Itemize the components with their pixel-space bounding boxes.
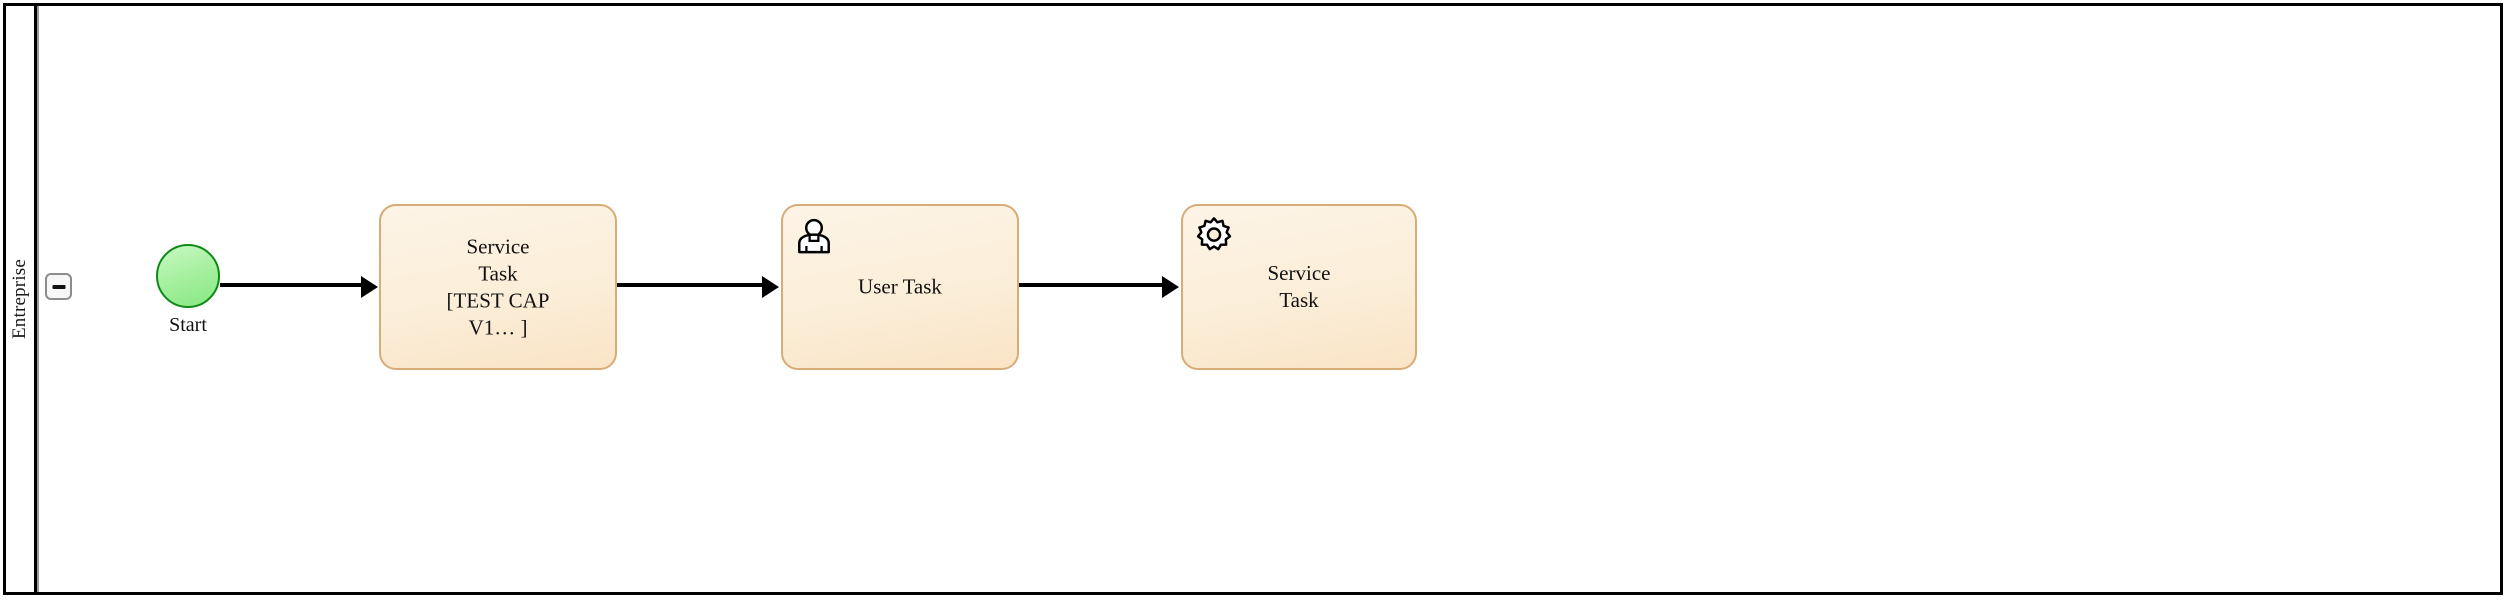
lane-collapse-button[interactable] bbox=[45, 273, 72, 300]
lane-header: Entreprise bbox=[6, 6, 37, 592]
sequence-flow-1[interactable] bbox=[220, 283, 363, 287]
start-event[interactable]: Start bbox=[156, 244, 220, 336]
task-service-task-2[interactable]: Service Task bbox=[1181, 204, 1417, 370]
task-service-task-1-label: Service Task [TEST CAP V1… ] bbox=[446, 234, 550, 339]
lane-title: Entreprise bbox=[9, 258, 30, 340]
minus-icon bbox=[52, 284, 65, 289]
task-user-task[interactable]: User Task bbox=[781, 204, 1019, 370]
arrowhead-icon bbox=[1162, 276, 1179, 298]
task-service-task-2-label: Service Task bbox=[1267, 261, 1331, 312]
bpmn-pool: Entreprise Start Service Task [TEST CAP … bbox=[3, 3, 2503, 595]
arrowhead-icon bbox=[361, 276, 378, 298]
gear-icon bbox=[1195, 216, 1233, 254]
sequence-flow-2[interactable] bbox=[617, 283, 763, 287]
arrowhead-icon bbox=[762, 276, 779, 298]
start-event-label: Start bbox=[169, 314, 207, 336]
sequence-flow-3[interactable] bbox=[1019, 283, 1163, 287]
task-service-task-1[interactable]: Service Task [TEST CAP V1… ] bbox=[379, 204, 617, 370]
task-user-task-label: User Task bbox=[858, 274, 942, 299]
user-icon bbox=[795, 216, 833, 254]
start-event-circle bbox=[156, 244, 220, 308]
